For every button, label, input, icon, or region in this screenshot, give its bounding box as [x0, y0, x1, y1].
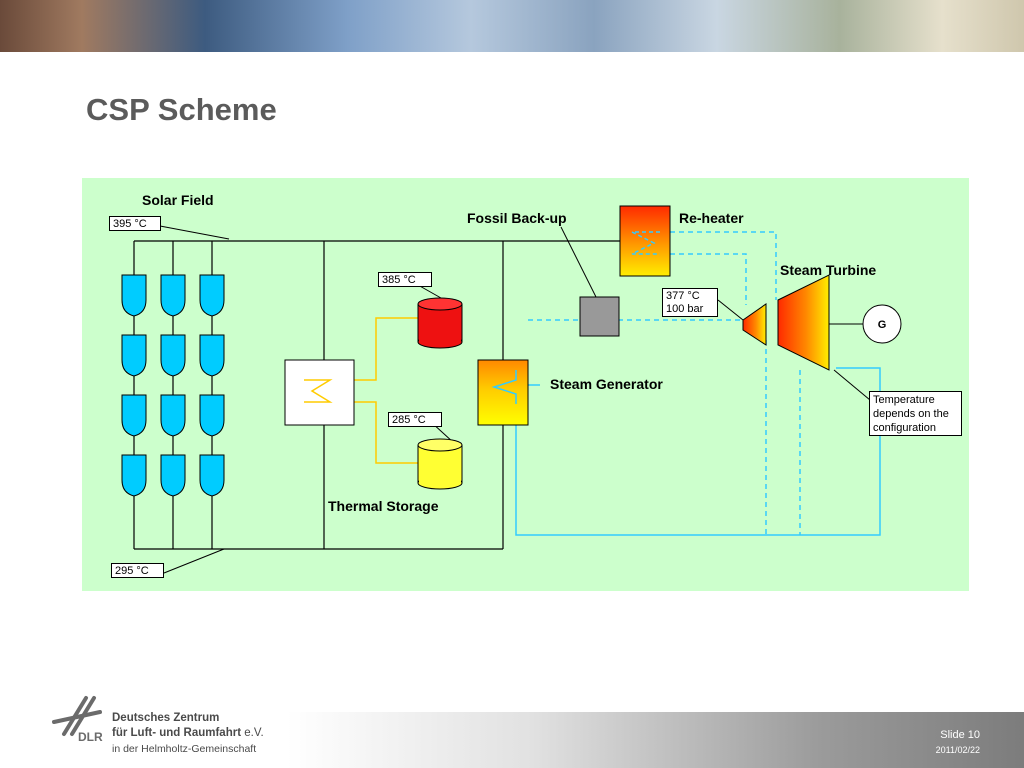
fossil-backup-unit	[579, 296, 620, 337]
steam-pressure-value: 100 bar	[666, 303, 704, 315]
temperature-note: Temperature depends on the configuration	[869, 391, 962, 436]
note-line-3: configuration	[873, 422, 936, 434]
collector-trough	[121, 274, 147, 317]
collector-trough	[199, 334, 225, 377]
org-name-suffix: e.V.	[244, 727, 264, 739]
storage-heat-exchanger	[284, 359, 355, 426]
re-heater	[619, 205, 671, 277]
solar-field-label: Solar Field	[142, 192, 214, 208]
steam-water-cycle	[515, 360, 881, 536]
collector-trough	[160, 334, 186, 377]
collector-trough	[121, 394, 147, 437]
org-name-line-1: Deutsches Zentrum	[112, 712, 220, 724]
footer-bar	[0, 712, 1024, 768]
org-name-line-2: für Luft- und Raumfahrt e.V.	[112, 727, 264, 739]
solar-inlet-temp: 295 °C	[111, 563, 164, 578]
re-heater-label: Re-heater	[679, 210, 744, 226]
reheat-lines	[528, 231, 801, 535]
collector-trough	[121, 334, 147, 377]
collector-trough	[160, 454, 186, 497]
cold-tank-temp: 285 °C	[388, 412, 442, 427]
solar-collector-array	[121, 274, 225, 497]
slide-date: 2011/02/22	[935, 745, 980, 755]
cold-tank	[417, 438, 463, 490]
header-banner	[0, 0, 1024, 52]
leader-lines	[159, 225, 871, 574]
steam-turbine-label: Steam Turbine	[780, 262, 877, 278]
collector-trough	[199, 274, 225, 317]
collector-trough	[121, 454, 147, 497]
dlr-logo-text: DLR	[78, 730, 103, 744]
slide-number: Slide 10	[940, 729, 980, 741]
hot-tank-temp: 385 °C	[378, 272, 432, 287]
solar-outlet-temp: 395 °C	[109, 216, 161, 231]
hot-tank	[417, 297, 463, 349]
note-line-2: depends on the	[873, 408, 949, 420]
org-name-main: für Luft- und Raumfahrt	[112, 727, 242, 739]
low-pressure-turbine	[777, 274, 830, 371]
note-line-1: Temperature	[873, 394, 935, 406]
org-name-line-3: in der Helmholtz-Gemeinschaft	[112, 743, 257, 755]
steam-generator	[477, 359, 529, 426]
collector-trough	[199, 394, 225, 437]
slide-title: CSP Scheme	[86, 92, 277, 127]
steam-conditions: 377 °C 100 bar	[662, 288, 718, 317]
dlr-logo-icon: DLR	[52, 696, 103, 744]
storage-exchanger-coil	[304, 379, 333, 403]
generator-icon	[862, 304, 902, 344]
collector-trough	[160, 274, 186, 317]
generator-label: G	[878, 319, 887, 331]
collector-trough	[199, 454, 225, 497]
storage-oil-loop	[354, 317, 418, 464]
steam-generator-label: Steam Generator	[550, 376, 663, 392]
re-heater-coil	[631, 231, 660, 255]
high-pressure-turbine	[742, 303, 767, 346]
thermal-storage-label: Thermal Storage	[328, 498, 439, 514]
collector-trough	[160, 394, 186, 437]
steam-generator-coil	[491, 370, 517, 404]
fossil-backup-label: Fossil Back-up	[467, 210, 567, 226]
steam-temp-value: 377 °C	[666, 290, 700, 302]
